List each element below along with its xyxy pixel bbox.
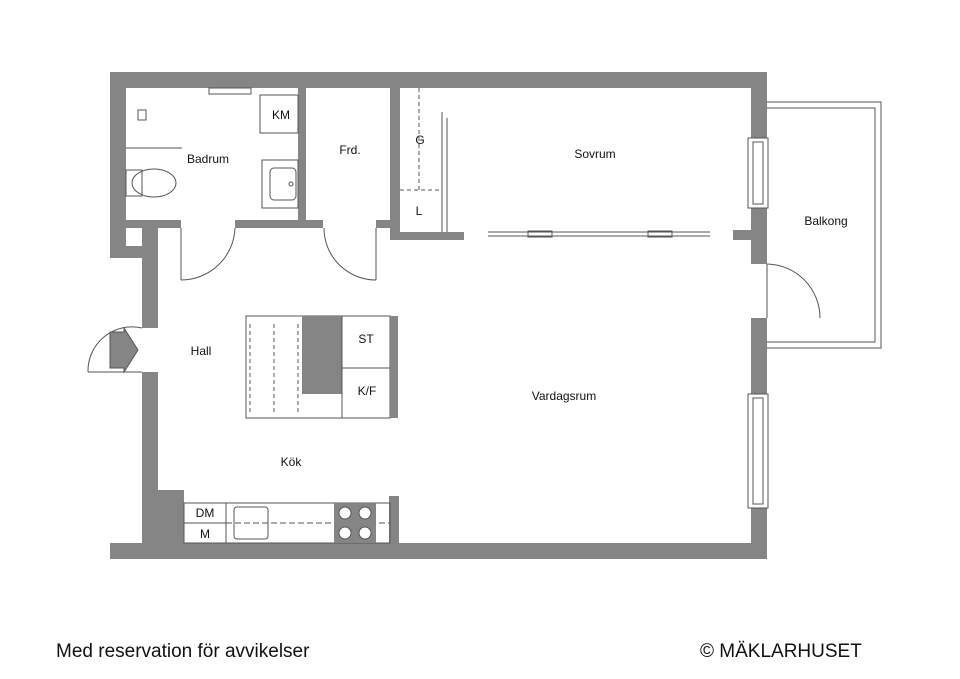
label-badrum: Badrum — [187, 152, 229, 166]
label-st: ST — [358, 332, 374, 346]
label-frd: Frd. — [339, 143, 360, 157]
interior-walls — [126, 88, 464, 544]
label-balkong: Balkong — [804, 214, 847, 228]
label-kf: K/F — [358, 384, 377, 398]
label-sovrum: Sovrum — [574, 147, 615, 161]
bathroom-fixtures — [125, 94, 299, 209]
label-m: M — [200, 527, 210, 541]
room-labels: Badrum KM Frd. G L Sovrum Balkong Hall S… — [187, 108, 848, 541]
label-vardagsrum: Vardagsrum — [532, 389, 596, 403]
balcony — [766, 101, 882, 349]
label-kok: Kök — [281, 455, 303, 469]
disclaimer-text: Med reservation för avvikelser — [56, 641, 310, 662]
label-g: G — [415, 133, 424, 147]
label-dm: DM — [196, 506, 215, 520]
label-l: L — [416, 204, 423, 218]
exterior-walls — [110, 72, 767, 559]
copyright-text: © MÄKLARHUSET — [700, 641, 862, 662]
wardrobe-lines — [400, 88, 441, 191]
kitchen-cabinets — [183, 315, 398, 544]
label-km: KM — [272, 108, 290, 122]
label-hall: Hall — [191, 344, 212, 358]
windows — [208, 87, 769, 509]
doors — [87, 112, 821, 374]
